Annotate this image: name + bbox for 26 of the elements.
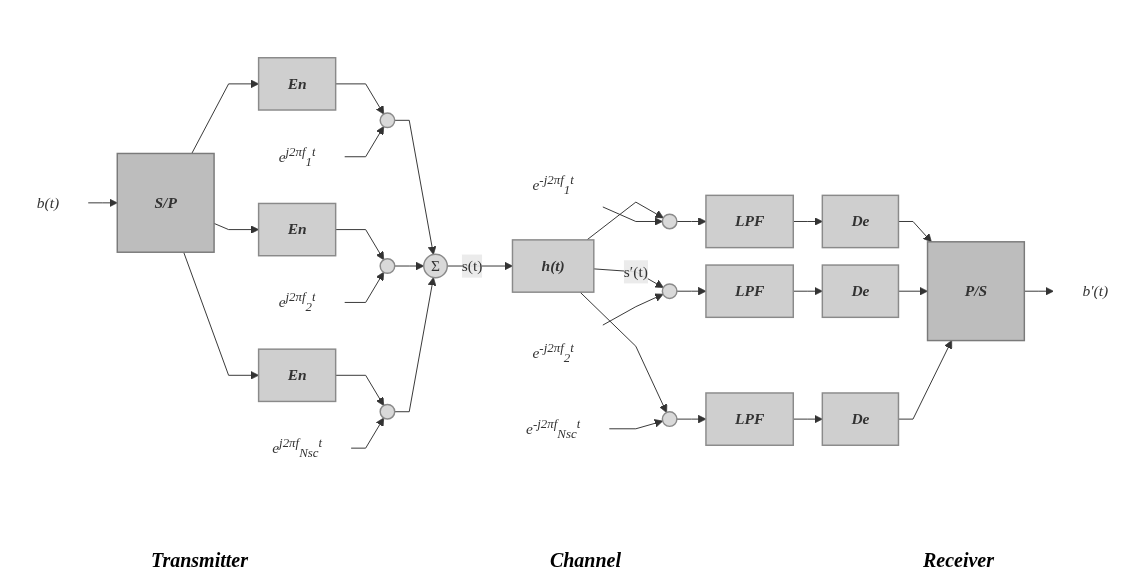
node-box: En [257, 56, 337, 111]
node-circle [661, 213, 678, 230]
node-box: h(t) [511, 239, 595, 293]
section-label: Receiver [922, 548, 994, 572]
node-box: P/S [926, 241, 1026, 342]
node-box: S/P [116, 152, 215, 253]
node-box: LPF [705, 392, 794, 446]
node-text: b(t) [36, 194, 60, 211]
node-circle [379, 403, 396, 420]
edge-label: s′(t) [623, 263, 648, 280]
node-text: b′(t) [1082, 282, 1109, 299]
node-circle [379, 257, 396, 274]
node-box: De [821, 392, 900, 446]
node-circle [661, 411, 678, 427]
node-box: De [821, 264, 900, 318]
section-label: Transmitter [150, 548, 248, 572]
section-label: Channel [549, 548, 622, 572]
node-circle: Σ [423, 253, 448, 279]
node-circle [661, 283, 678, 300]
edge-label: s(t) [461, 257, 483, 274]
node-box: En [257, 202, 337, 257]
node-box: LPF [705, 194, 794, 249]
node-circle [379, 112, 396, 129]
node-box: En [257, 348, 337, 403]
node-box: De [821, 194, 900, 249]
node-box: LPF [705, 264, 794, 318]
